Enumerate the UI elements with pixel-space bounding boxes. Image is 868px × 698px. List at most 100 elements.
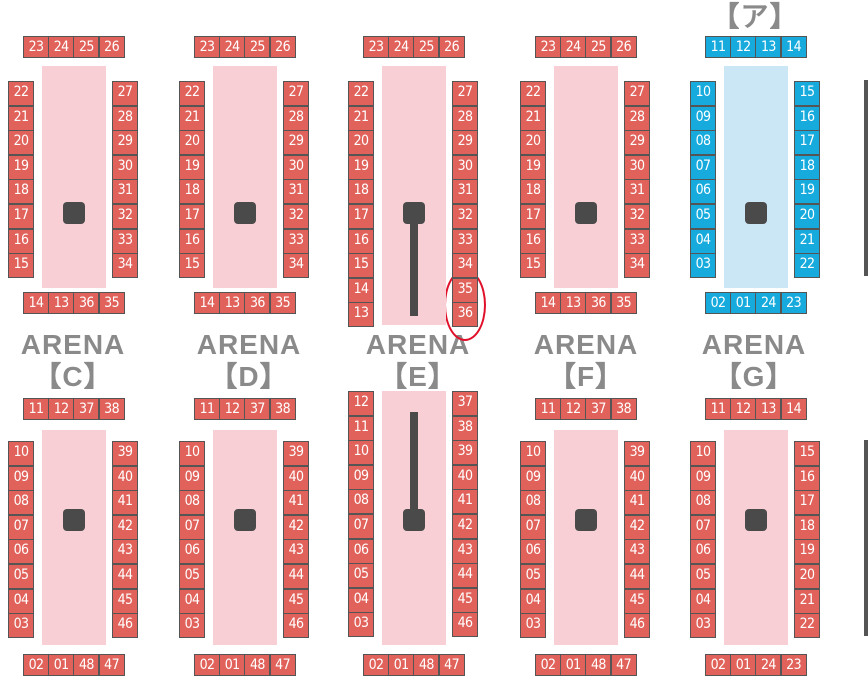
seat-right[interactable]: 41 <box>452 489 478 515</box>
seat-left[interactable]: 03 <box>520 613 546 639</box>
seat-top[interactable]: 37 <box>585 398 612 420</box>
seat-bottom[interactable]: 47 <box>610 654 637 676</box>
seat-left[interactable]: 21 <box>348 105 374 131</box>
seat-left[interactable]: 17 <box>348 204 374 229</box>
seat-left[interactable]: 09 <box>179 465 205 491</box>
seat-bottom[interactable]: 01 <box>219 654 246 676</box>
seat-left[interactable]: 06 <box>520 539 546 565</box>
seat-right[interactable]: 28 <box>283 105 309 131</box>
seat-bottom[interactable]: 36 <box>244 292 271 314</box>
seat-left[interactable]: 10 <box>8 441 34 466</box>
seat-left[interactable]: 05 <box>179 564 205 589</box>
seat-right[interactable]: 36 <box>452 302 478 328</box>
seat-left[interactable]: 07 <box>179 514 205 540</box>
seat-bottom[interactable]: 14 <box>194 292 220 314</box>
seat-top[interactable]: 38 <box>98 398 125 420</box>
seat-right[interactable]: 33 <box>624 228 650 254</box>
seat-top[interactable]: 25 <box>73 36 100 58</box>
seat-right[interactable]: 28 <box>624 105 650 131</box>
seat-bottom[interactable]: 02 <box>535 654 561 676</box>
seat-right[interactable]: 29 <box>112 130 138 156</box>
seat-top[interactable]: 12 <box>560 398 587 420</box>
seat-bottom[interactable]: 23 <box>780 292 807 314</box>
seat-left[interactable]: 08 <box>520 490 546 516</box>
seat-left[interactable]: 12 <box>348 391 374 416</box>
seat-right[interactable]: 30 <box>283 154 309 180</box>
seat-left[interactable]: 16 <box>8 228 34 254</box>
seat-left[interactable]: 11 <box>348 415 374 441</box>
seat-left[interactable]: 08 <box>690 130 716 156</box>
seat-bottom[interactable]: 48 <box>413 654 440 676</box>
seat-bottom[interactable]: 14 <box>23 292 49 314</box>
seat-left[interactable]: 19 <box>348 154 374 180</box>
seat-right[interactable]: 29 <box>452 130 478 156</box>
seat-left[interactable]: 05 <box>690 204 716 229</box>
seat-right[interactable]: 17 <box>794 130 820 156</box>
seat-left[interactable]: 18 <box>8 179 34 205</box>
seat-right[interactable]: 43 <box>624 539 650 565</box>
seat-left[interactable]: 18 <box>520 179 546 205</box>
seat-right[interactable]: 21 <box>794 588 820 614</box>
seat-right[interactable]: 33 <box>112 228 138 254</box>
seat-left[interactable]: 17 <box>179 204 205 229</box>
seat-bottom[interactable]: 14 <box>535 292 561 314</box>
seat-left[interactable]: 10 <box>179 441 205 466</box>
seat-top[interactable]: 37 <box>73 398 100 420</box>
seat-right[interactable]: 18 <box>794 514 820 540</box>
seat-right[interactable]: 30 <box>624 154 650 180</box>
seat-right[interactable]: 40 <box>112 465 138 491</box>
seat-left[interactable]: 04 <box>690 228 716 254</box>
seat-right[interactable]: 39 <box>283 441 309 466</box>
seat-bottom[interactable]: 01 <box>48 654 75 676</box>
seat-bottom[interactable]: 23 <box>780 654 807 676</box>
seat-right[interactable]: 28 <box>112 105 138 131</box>
seat-left[interactable]: 09 <box>690 105 716 131</box>
seat-right[interactable]: 20 <box>794 204 820 229</box>
seat-left[interactable]: 03 <box>690 253 716 279</box>
seat-left[interactable]: 06 <box>179 539 205 565</box>
seat-left[interactable]: 22 <box>348 81 374 106</box>
seat-right[interactable]: 29 <box>283 130 309 156</box>
seat-top[interactable]: 12 <box>730 36 757 58</box>
seat-left[interactable]: 10 <box>690 441 716 466</box>
seat-right[interactable]: 46 <box>283 613 309 639</box>
seat-right[interactable]: 27 <box>283 81 309 106</box>
seat-right[interactable]: 19 <box>794 539 820 565</box>
seat-left[interactable]: 21 <box>8 105 34 131</box>
seat-right[interactable]: 42 <box>624 514 650 540</box>
seat-right[interactable]: 28 <box>452 105 478 131</box>
seat-top[interactable]: 24 <box>388 36 415 58</box>
seat-right[interactable]: 27 <box>452 81 478 106</box>
seat-left[interactable]: 22 <box>179 81 205 106</box>
seat-top[interactable]: 23 <box>23 36 49 58</box>
seat-left[interactable]: 07 <box>690 514 716 540</box>
seat-left[interactable]: 10 <box>520 441 546 466</box>
seat-bottom[interactable]: 48 <box>244 654 271 676</box>
seat-bottom[interactable]: 01 <box>730 654 757 676</box>
seat-left[interactable]: 09 <box>520 465 546 491</box>
seat-top[interactable]: 26 <box>438 36 465 58</box>
seat-left[interactable]: 16 <box>179 228 205 254</box>
seat-left[interactable]: 17 <box>8 204 34 229</box>
seat-top[interactable]: 26 <box>269 36 296 58</box>
seat-left[interactable]: 21 <box>520 105 546 131</box>
seat-left[interactable]: 06 <box>8 539 34 565</box>
seat-left[interactable]: 07 <box>520 514 546 540</box>
seat-left[interactable]: 04 <box>179 588 205 614</box>
seat-right[interactable]: 39 <box>452 440 478 466</box>
seat-bottom[interactable]: 01 <box>560 654 587 676</box>
seat-right[interactable]: 41 <box>283 490 309 516</box>
seat-right[interactable]: 32 <box>112 204 138 229</box>
seat-right[interactable]: 45 <box>112 588 138 614</box>
seat-bottom[interactable]: 35 <box>269 292 296 314</box>
seat-left[interactable]: 09 <box>690 465 716 491</box>
seat-left[interactable]: 19 <box>520 154 546 180</box>
seat-left[interactable]: 16 <box>520 228 546 254</box>
seat-right[interactable]: 32 <box>452 204 478 229</box>
seat-top[interactable]: 12 <box>219 398 246 420</box>
seat-left[interactable]: 20 <box>348 130 374 156</box>
seat-right[interactable]: 33 <box>452 228 478 254</box>
seat-left[interactable]: 09 <box>8 465 34 491</box>
seat-top[interactable]: 23 <box>363 36 389 58</box>
seat-left[interactable]: 10 <box>348 440 374 466</box>
